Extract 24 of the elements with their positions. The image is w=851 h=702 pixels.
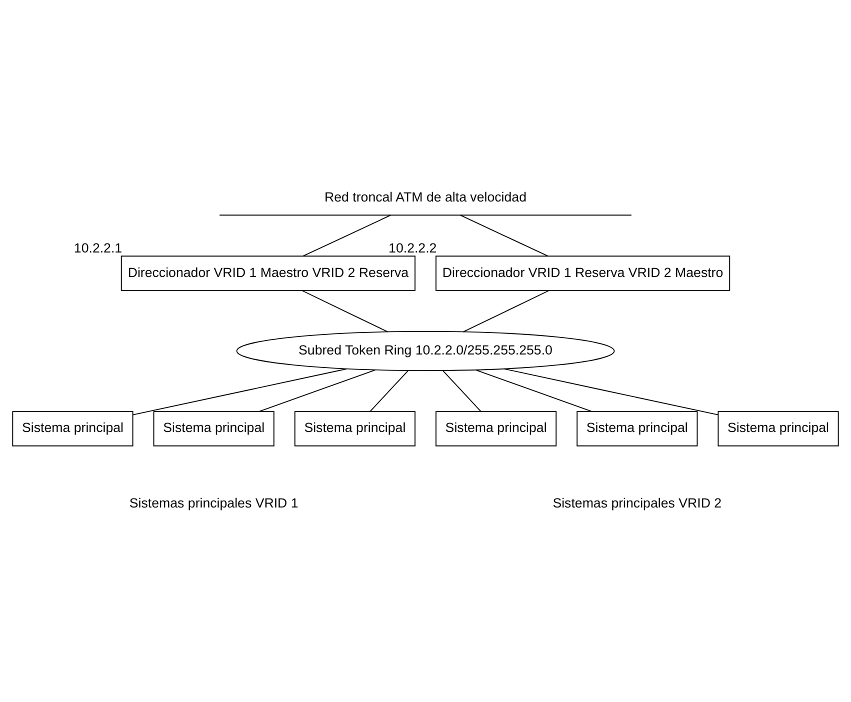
node-box: Sistema principal — [294, 411, 416, 446]
node-box: Sistema principal — [153, 411, 274, 446]
node-text: Red troncal ATM de alta velocidad — [324, 190, 527, 204]
node-box: Sistema principal — [718, 411, 839, 446]
node-ellipse: Subred Token Ring 10.2.2.0/255.255.255.0 — [236, 330, 615, 372]
connector — [302, 214, 392, 257]
label: Sistemas principales VRID 2 — [552, 496, 722, 511]
label: Sistemas principales VRID 1 — [129, 496, 298, 511]
connector — [475, 369, 592, 412]
node-box: Sistema principal — [576, 411, 698, 446]
node-label: 10.2.2.2 — [388, 240, 437, 256]
connector — [132, 368, 348, 416]
node-box: Direccionador VRID 1 Maestro VRID 2 Reserva — [120, 256, 416, 291]
node-box: Sistema principal — [436, 411, 557, 446]
node-box: Sistema principal — [12, 411, 134, 446]
connector — [462, 290, 550, 332]
node-box: Direccionador VRID 1 Reserva VRID 2 Maestro — [436, 256, 730, 291]
connector — [301, 290, 388, 332]
connector — [442, 370, 482, 412]
connector — [460, 214, 548, 257]
connector — [370, 370, 409, 412]
connector — [258, 369, 376, 412]
node-label: 10.2.2.1 — [74, 240, 122, 256]
connector — [504, 368, 719, 416]
